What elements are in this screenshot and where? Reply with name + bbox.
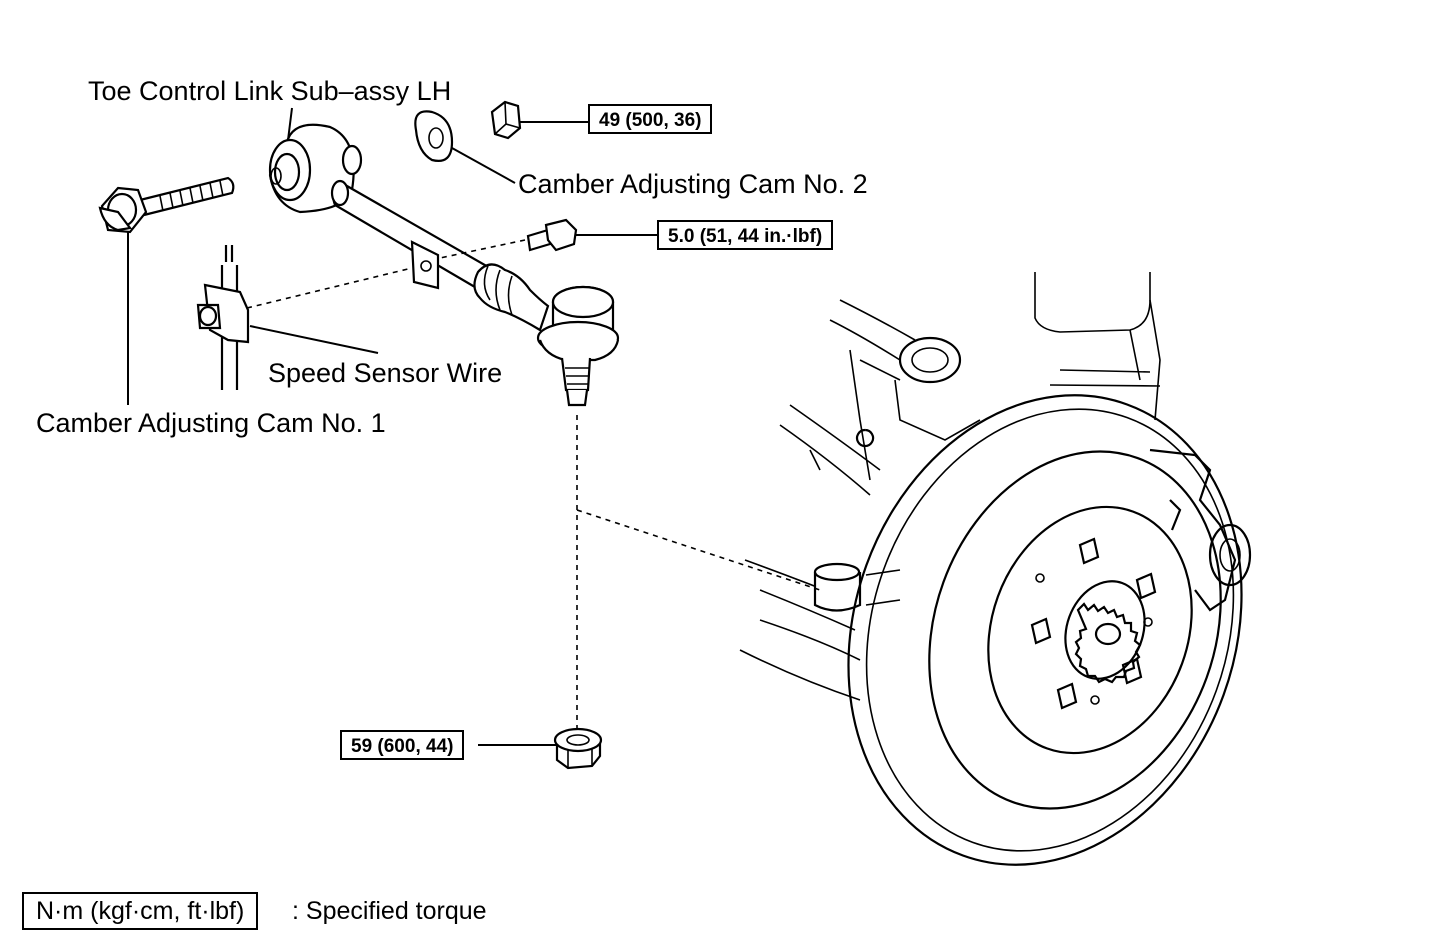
legend-description: : Specified torque xyxy=(292,897,487,925)
brake-disc xyxy=(847,394,1243,866)
speed-sensor-bracket xyxy=(196,245,250,390)
hub-bolts xyxy=(1030,537,1157,710)
camber-cam-2 xyxy=(414,110,454,162)
sensor-bolt xyxy=(526,218,578,252)
torque-bottom-nut: 59 (600, 44) xyxy=(340,730,465,760)
dash-stud-to-knuckle xyxy=(576,509,821,591)
label-toe-control-link: Toe Control Link Sub–assy LH xyxy=(88,76,452,106)
leader-toe-link xyxy=(287,107,293,141)
toe-control-link xyxy=(268,123,620,407)
torque-top-nut: 49 (500, 36) xyxy=(588,104,713,134)
dash-bracket-to-tab xyxy=(246,267,413,309)
label-camber-cam-1: Camber Adjusting Cam No. 1 xyxy=(36,408,386,438)
top-nut xyxy=(490,100,522,140)
dash-bolt-to-tab xyxy=(439,239,526,259)
leader-cam-2 xyxy=(451,147,516,184)
label-speed-sensor-wire: Speed Sensor Wire xyxy=(268,358,503,388)
leader-speed-sensor xyxy=(249,325,379,354)
bottom-nut xyxy=(553,727,603,770)
knuckle-body xyxy=(739,272,1252,701)
label-camber-cam-2: Camber Adjusting Cam No. 2 xyxy=(518,169,868,199)
legend-unit-box: N·m (kgf·cm, ft·lbf) xyxy=(22,892,259,930)
camber-cam-1-bolt xyxy=(98,176,235,234)
torque-sensor-bolt: 5.0 (51, 44 in.·lbf) xyxy=(657,220,834,250)
